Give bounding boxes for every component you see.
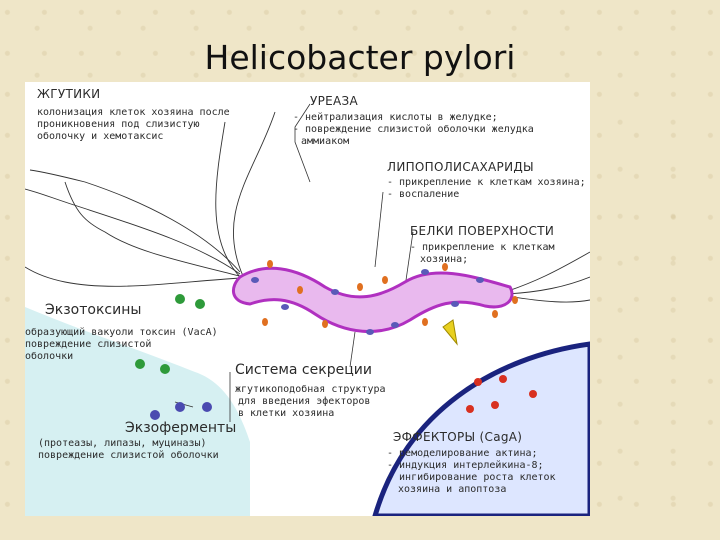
exotoxins-heading: Экзотоксины — [45, 302, 142, 318]
secretion-injector — [442, 319, 458, 346]
exotoxins-line-3: оболочки — [25, 351, 74, 362]
exoenzyme-particles — [150, 402, 212, 420]
exotoxins-line-2: повреждение слизистой — [25, 339, 152, 350]
effectors-line-4: хозяина и апоптоза — [398, 484, 507, 495]
flagella-line-3: оболочку и хемотаксис — [37, 131, 164, 142]
slide-title: Helicobacter pylori — [204, 38, 516, 77]
lps-line-1: - прикрепление к клеткам хозяина; — [387, 177, 586, 188]
mucus-layer — [25, 307, 250, 516]
flagella-line-2: проникновения под слизистую — [37, 119, 200, 130]
secretion-line-1: жгутикоподобная структура — [235, 384, 386, 395]
lps-line-2: - воспаление — [387, 189, 460, 200]
bacterium-body — [231, 266, 514, 333]
effectors-heading: ЭФФЕКТОРЫ (CagA) — [393, 430, 523, 444]
host-cell — [372, 341, 590, 516]
surface-proteins-heading: БЕЛКИ ПОВЕРХНОСТИ — [410, 224, 555, 238]
effector-particles — [466, 375, 537, 413]
surface-proteins-line-1: - прикрепление к клеткам — [410, 242, 555, 253]
effectors-line-2: - индукция интерлейкина-8; — [387, 460, 544, 471]
secretion-line-3: в клетки хозяина — [238, 408, 335, 419]
exotoxins-line-1: образующий вакуоли токсин (VacA) — [25, 327, 218, 338]
urease-heading: УРЕАЗА — [310, 94, 359, 108]
surface-proteins-line-2: хозяина; — [420, 254, 469, 265]
exoenzymes-line-2: повреждение слизистой оболочки — [38, 450, 219, 461]
exotoxin-particles — [135, 294, 205, 374]
flagella-line-1: колонизация клеток хозяина после — [37, 107, 230, 118]
exoenzymes-line-1: (протеазы, липазы, муциназы) — [38, 438, 207, 449]
exoenzymes-heading: Экзоферменты — [125, 420, 237, 436]
secretion-heading: Система секреции — [235, 362, 372, 378]
lps-heading: ЛИПОПОЛИСАХАРИДЫ — [387, 160, 534, 174]
effectors-line-3: - ингибирование роста клеток — [387, 472, 556, 483]
surface-proteins-dots — [251, 269, 484, 335]
urease-line-2: - повреждение слизистой оболочки желудка — [293, 124, 534, 135]
secretion-line-2: для введения эфекторов — [238, 396, 371, 407]
flagella — [25, 111, 590, 303]
urease-line-1: - нейтрализация кислоты в желудке; — [293, 112, 498, 123]
bacterium-diagram — [25, 103, 590, 516]
urease-line-3: аммиаком — [301, 136, 350, 147]
diagram-panel: ЖГУТИКИ колонизация клеток хозяина после… — [25, 82, 590, 516]
flagella-heading: ЖГУТИКИ — [37, 87, 101, 101]
pili — [262, 260, 518, 328]
effectors-line-1: - ремоделирование актина; — [387, 448, 538, 459]
